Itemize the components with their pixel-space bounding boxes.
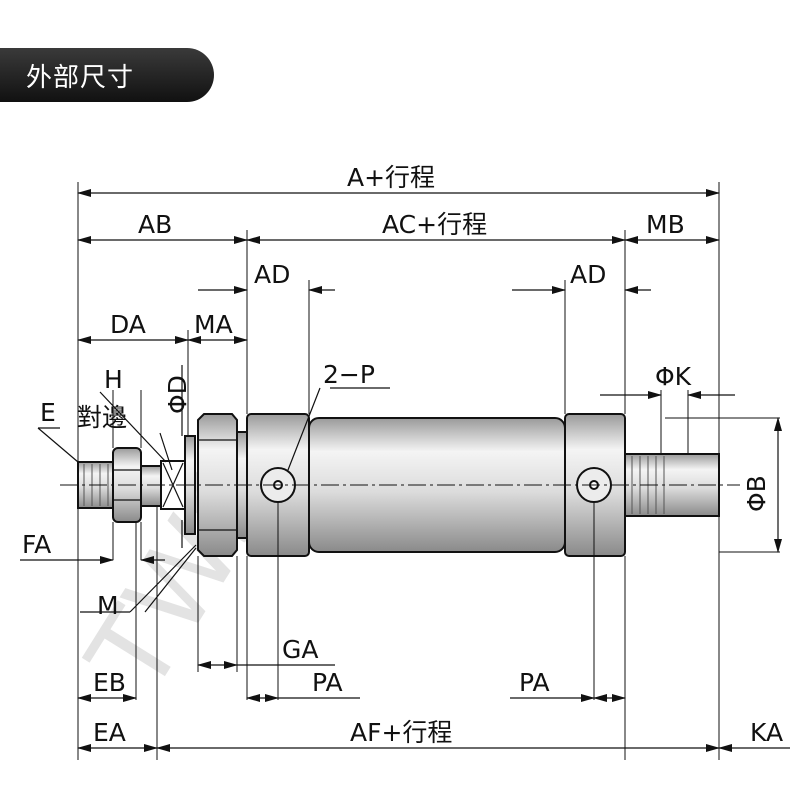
dimension-labels: A+行程 AB AC+行程 MB AD AD DA MA H ΦD 2−P ΦK… [22,163,783,747]
dimension-lines [20,189,790,752]
label-pa-right: PA [519,668,550,697]
label-af-stroke: AF+行程 [350,718,452,747]
label-eb: EB [93,668,126,697]
label-mb: MB [646,210,685,239]
label-ea: EA [93,718,126,747]
label-duibian: 對邊 [77,403,127,432]
label-ka: KA [750,718,783,747]
section-title: 外部尺寸 [26,63,135,93]
piston-rod [140,465,162,507]
label-ad-right: AD [570,260,606,289]
label-phi-d: ΦD [163,375,192,414]
label-2p: 2−P [323,360,375,389]
extension-lines [77,182,780,760]
label-phi-k: ΦK [655,362,692,391]
label-da: DA [110,310,146,339]
label-fa: FA [22,530,51,559]
label-ga: GA [282,635,318,664]
label-phi-b: ΦB [742,475,771,512]
label-h: H [104,365,123,394]
label-ad-left: AD [254,260,290,289]
label-ab: AB [138,210,172,239]
label-ac-stroke: AC+行程 [382,210,487,239]
label-ma: MA [194,310,233,339]
section-title-banner: 外部尺寸 [0,48,214,102]
label-a-stroke: A+行程 [347,163,435,192]
label-pa-left: PA [312,668,343,697]
label-e: E [40,398,56,427]
label-m: M [97,591,119,620]
